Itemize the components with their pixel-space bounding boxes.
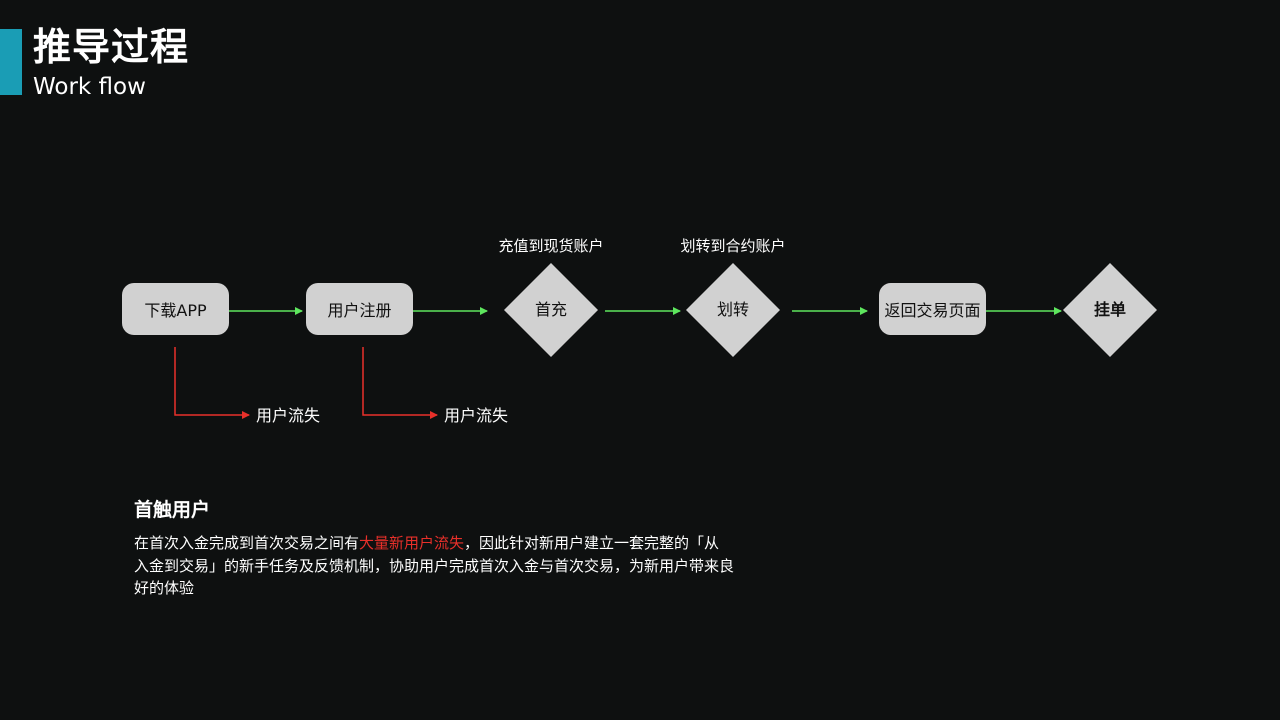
diamond-transfer-shape [686, 263, 780, 357]
node-first-recharge: 首充 [534, 300, 567, 319]
label-user-loss-2: 用户流失 [444, 406, 509, 425]
page-title: 推导过程 [33, 25, 190, 69]
section-heading: 首触用户 [134, 499, 211, 521]
desc-text-after: ，因此针对新用户建立一套完整的「从入金到交易」的新手任务及反馈机制，协助用户完成… [134, 534, 735, 597]
title-accent-bar [0, 29, 22, 95]
diamond-place-order-shape [1063, 263, 1157, 357]
node-place-order: 挂单 [1093, 300, 1126, 319]
diamond-first-recharge-shape [504, 263, 598, 357]
section-description: 在首次入金完成到首次交易之间有大量新用户流失，因此针对新用户建立一套完整的「从入… [134, 532, 734, 600]
desc-text-before: 在首次入金完成到首次交易之间有 [134, 534, 360, 552]
node-return-trade-page: 返回交易页面 [879, 283, 986, 335]
desc-highlight: 大量新用户流失 [359, 534, 465, 552]
loss-arrow-2 [362, 347, 438, 419]
node-download-app: 下载APP [122, 283, 229, 335]
label-transfer-contract: 划转到合约账户 [680, 237, 786, 255]
loss-arrow-1 [174, 347, 250, 419]
node-user-register: 用户注册 [306, 283, 413, 335]
node-transfer: 划转 [716, 300, 749, 319]
label-recharge-spot: 充值到现货账户 [498, 237, 604, 255]
page-subtitle: Work flow [33, 74, 146, 100]
label-user-loss-1: 用户流失 [256, 406, 321, 425]
